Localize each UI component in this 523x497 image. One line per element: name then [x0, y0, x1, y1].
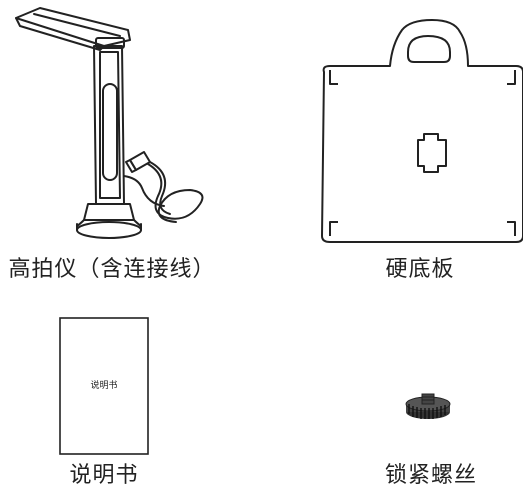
- hard-base-board-item: 硬底板: [310, 0, 523, 290]
- manual-booklet-icon: 说明书: [59, 317, 149, 455]
- manual-cover-text: 说明书: [90, 379, 117, 391]
- document-camera-caption: 高拍仪（含连接线）: [8, 257, 216, 282]
- locking-screw-caption: 锁紧螺丝: [384, 463, 477, 488]
- document-camera-item: 高拍仪（含连接线）: [0, 0, 260, 290]
- hard-base-board-caption: 硬底板: [385, 257, 455, 282]
- locking-screw-item: 锁紧螺丝: [310, 300, 523, 497]
- hard-base-board-icon: [321, 19, 523, 243]
- locking-screw-icon: [405, 393, 451, 419]
- instruction-manual-item: 说明书 说明书: [0, 300, 260, 497]
- instruction-manual-caption: 说明书: [69, 463, 139, 488]
- document-camera-icon: [15, 7, 204, 239]
